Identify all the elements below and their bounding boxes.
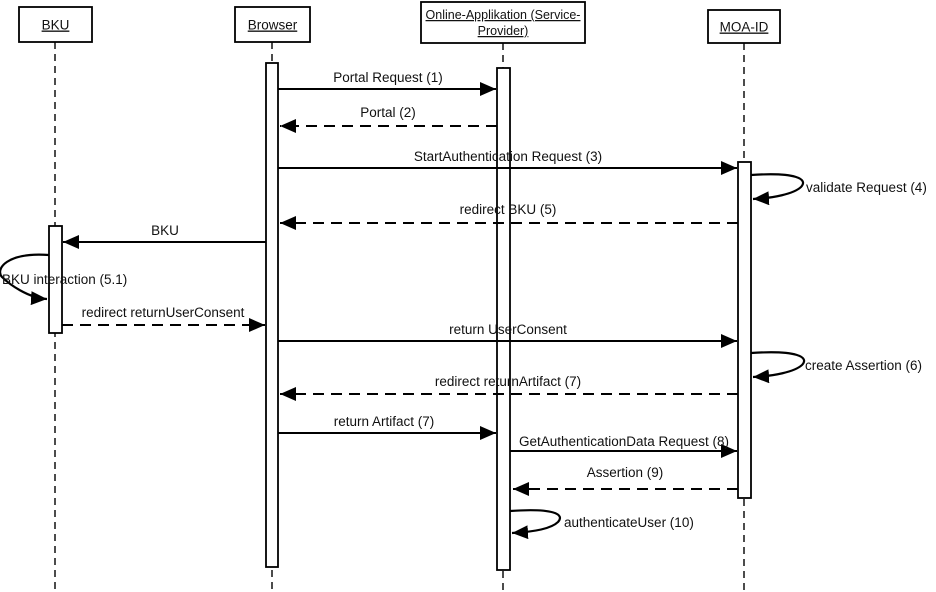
actor-label-moaid: MOA-ID (720, 20, 769, 35)
actor-box-browser (234, 6, 311, 43)
self-message-bku-interaction-5-1: BKU interaction (5.1) (0, 253, 127, 306)
message-portal-2: Portal (2) (280, 105, 497, 133)
message-label-return-artifact-7: return Artifact (7) (334, 414, 435, 429)
message-redirect-bku-5: redirect BKU (5) (280, 202, 738, 230)
actor-oa: Online-Applikation (Service- Provider) (420, 1, 586, 44)
message-bku: BKU (63, 223, 266, 249)
self-message-arc-create-assertion-6 (750, 351, 806, 384)
message-label-redirect-returnartifact-7: redirect returnArtifact (7) (435, 374, 581, 389)
message-label-startauthentication-request-3: StartAuthentication Request (3) (414, 149, 602, 164)
actor-moaid: MOA-ID (707, 9, 781, 44)
actor-label-oa: Provider) (478, 24, 529, 38)
message-label-redirect-returnuserconsent: redirect returnUserConsent (82, 305, 245, 320)
self-message-label-authenticateuser-10: authenticateUser (10) (564, 515, 694, 530)
activation-bar-bku (48, 225, 63, 334)
actor-label-bku: BKU (42, 18, 70, 33)
actor-bku: BKU (18, 6, 93, 43)
self-message-label-validate-request-4: validate Request (4) (806, 180, 927, 195)
self-message-arc-authenticateuser-10 (509, 509, 561, 540)
message-return-userconsent: return UserConsent (278, 322, 737, 348)
activation-bar-oa (496, 67, 511, 571)
self-message-arc-bku-interaction-5-1 (0, 253, 50, 306)
self-message-label-create-assertion-6: create Assertion (6) (805, 358, 922, 373)
self-message-arc-validate-request-4 (750, 173, 804, 206)
message-label-bku: BKU (151, 223, 179, 238)
actor-browser: Browser (234, 6, 311, 43)
actor-box-bku (18, 6, 93, 43)
message-label-assertion-9: Assertion (9) (587, 465, 664, 480)
message-redirect-returnuserconsent: redirect returnUserConsent (62, 305, 265, 332)
self-message-label-bku-interaction-5-1: BKU interaction (5.1) (2, 272, 127, 287)
message-getauthenticationdata-request-8: GetAuthenticationData Request (8) (510, 434, 737, 458)
message-redirect-returnartifact-7: redirect returnArtifact (7) (280, 374, 738, 401)
actor-box-oa (420, 1, 586, 44)
self-message-validate-request-4: validate Request (4) (750, 173, 927, 206)
actor-label-oa: Online-Applikation (Service- (426, 8, 581, 22)
message-label-portal-2: Portal (2) (360, 105, 416, 120)
activation-bar-browser (265, 62, 279, 568)
message-startauthentication-request-3: StartAuthentication Request (3) (278, 149, 737, 175)
message-assertion-9: Assertion (9) (513, 465, 738, 496)
self-message-create-assertion-6: create Assertion (6) (750, 351, 922, 384)
message-label-getauthenticationdata-request-8: GetAuthenticationData Request (8) (519, 434, 729, 449)
message-return-artifact-7: return Artifact (7) (278, 414, 496, 440)
message-label-return-userconsent: return UserConsent (449, 322, 567, 337)
actor-box-moaid (707, 9, 781, 44)
self-message-authenticateuser-10: authenticateUser (10) (509, 509, 694, 540)
message-label-redirect-bku-5: redirect BKU (5) (460, 202, 557, 217)
message-portal-request-1: Portal Request (1) (278, 70, 496, 96)
activation-bar-moaid (737, 161, 752, 499)
message-label-portal-request-1: Portal Request (1) (333, 70, 443, 85)
actor-label-browser: Browser (248, 18, 298, 33)
